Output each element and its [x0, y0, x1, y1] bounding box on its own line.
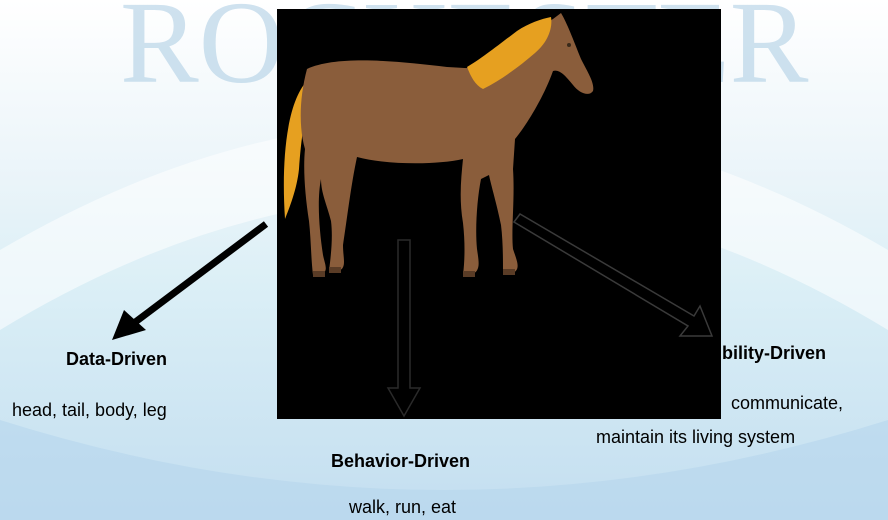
data-driven-title: Data-Driven [66, 349, 167, 370]
hollow-arrow-icon [514, 214, 712, 336]
data-driven-detail: head, tail, body, leg [12, 400, 167, 421]
responsibility-driven-detail-line2: maintain its living system [596, 427, 795, 448]
behavior-driven-detail: walk, run, eat [349, 497, 456, 518]
responsibility-driven-detail-line1: communicate, [731, 393, 843, 414]
responsibility-driven-title: bility-Driven [722, 343, 826, 364]
behavior-driven-title: Behavior-Driven [331, 451, 470, 472]
arrow-icon [112, 224, 266, 340]
hollow-arrow-icon [388, 240, 420, 416]
